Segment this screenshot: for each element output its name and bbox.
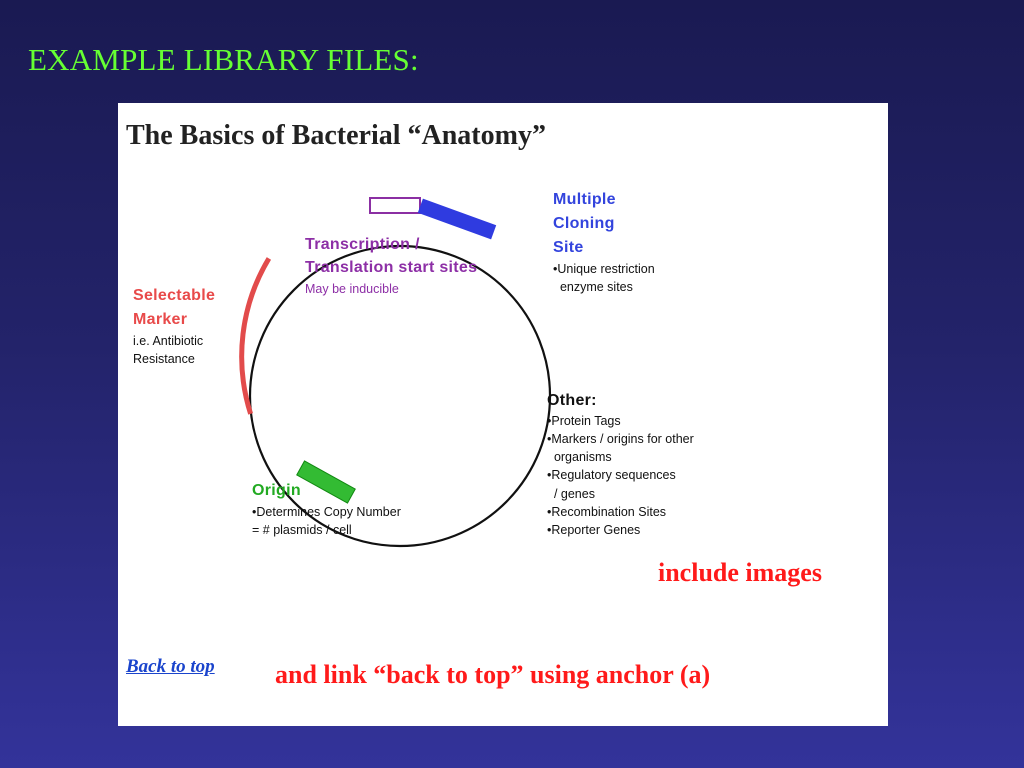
slide-title: EXAMPLE LIBRARY FILES: <box>28 42 419 77</box>
selectable-marker-segment <box>239 257 272 415</box>
mcs-title-2: Cloning <box>553 215 615 232</box>
transcription-title-2: Translation start sites <box>305 259 478 276</box>
note-include-images: include images <box>658 558 822 587</box>
start-sites-segment <box>369 197 421 214</box>
other-desc: •Protein Tags •Markers / origins for oth… <box>547 414 694 537</box>
marker-desc: i.e. Antibiotic Resistance <box>133 334 204 367</box>
mcs-title-1: Multiple <box>553 191 616 208</box>
transcription-title-1: Transcription / <box>305 236 420 253</box>
other-title: Other: <box>547 392 597 409</box>
library-file-preview: The Basics of Bacterial “Anatomy” Transc… <box>118 103 888 726</box>
plasmid-ring <box>248 244 552 548</box>
back-to-top-link[interactable]: Back to top <box>126 656 215 677</box>
plasmid-diagram <box>239 197 552 548</box>
origin-segment <box>296 460 356 504</box>
mcs-desc: •Unique restriction enzyme sites <box>553 262 655 295</box>
note-anchor-link: and link “back to top” using anchor (a) <box>275 660 711 689</box>
figure-heading: The Basics of Bacterial “Anatomy” <box>126 120 546 151</box>
marker-title-2: Marker <box>133 311 188 328</box>
origin-title: Origin <box>252 482 301 499</box>
origin-desc: •Determines Copy Number = # plasmids / c… <box>252 505 401 538</box>
marker-title-1: Selectable <box>133 287 216 304</box>
transcription-sub: May be inducible <box>305 282 399 296</box>
mcs-segment <box>417 198 497 240</box>
mcs-title-3: Site <box>553 239 584 256</box>
